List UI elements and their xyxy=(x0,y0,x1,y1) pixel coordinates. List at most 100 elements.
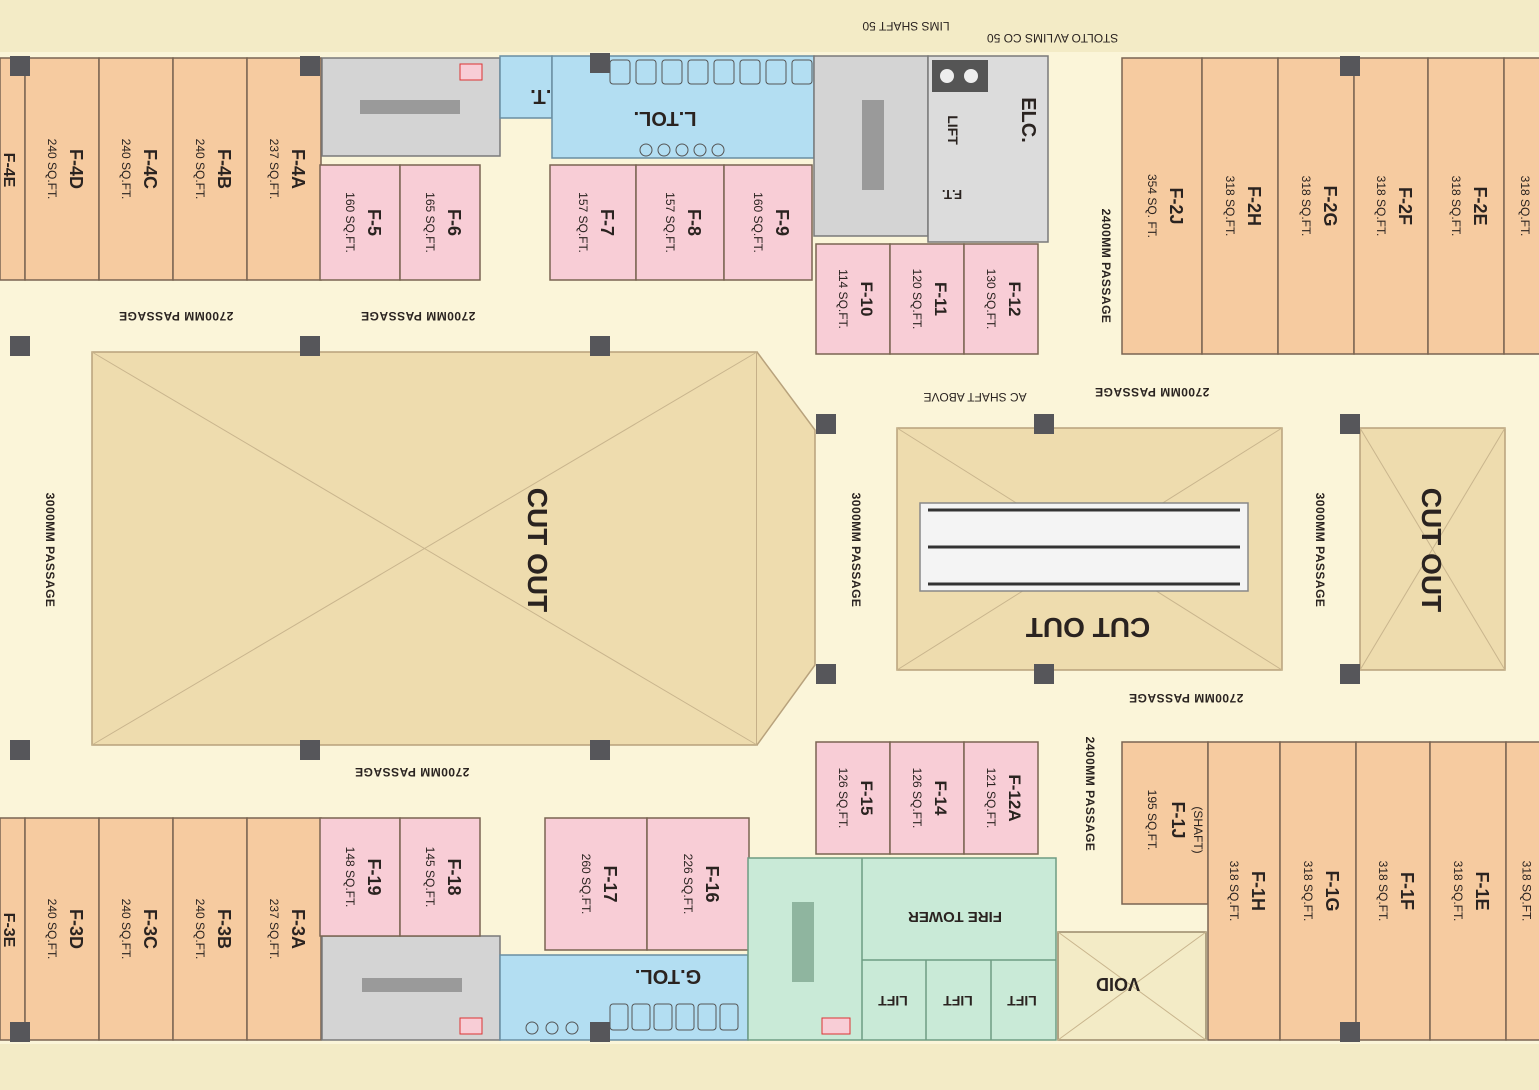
shop-id: F-10 xyxy=(857,282,876,317)
fire-tower: FIRE TOWER LIFT LIFT LIFT xyxy=(747,857,1057,1041)
cutout-escalator: CUT OUT xyxy=(896,427,1283,671)
shop-id: F-4C xyxy=(140,149,160,189)
shop-area: 318 SQ.FT. xyxy=(1518,176,1532,237)
shop-id: F-4A xyxy=(288,149,308,189)
passage-label: 2700MM PASSAGE xyxy=(355,765,470,779)
shop-unit: F-4A 237 SQ.FT. xyxy=(246,57,322,281)
void-label: VOID xyxy=(1096,974,1140,994)
column xyxy=(590,53,610,73)
column xyxy=(816,414,836,434)
shop-note: (SHAFT) xyxy=(1191,806,1205,853)
shop-unit: 318 SQ.FT. xyxy=(1505,741,1539,1041)
column xyxy=(1340,414,1360,434)
shop-id: F-12 xyxy=(1005,282,1024,317)
void: VOID xyxy=(1057,931,1207,1041)
passage-labels: 2700MM PASSAGE 2700MM PASSAGE 2700MM PAS… xyxy=(43,19,1327,851)
cutout-escalator-label: CUT OUT xyxy=(1026,612,1150,643)
passage-label: 2400MM PASSAGE xyxy=(1083,737,1097,852)
shop-unit: F-1H 318 SQ.FT. xyxy=(1207,741,1281,1041)
cutout-right: CUT OUT xyxy=(1359,427,1506,671)
passage-label: 2700MM PASSAGE xyxy=(361,309,476,323)
shop-id: F-1H xyxy=(1248,871,1268,911)
column xyxy=(10,1022,30,1042)
column xyxy=(300,740,320,760)
top-note-1: LIMS SHAFT 50 xyxy=(862,19,949,33)
shop-area: 318 SQ.FT. xyxy=(1301,861,1315,922)
column xyxy=(1034,414,1054,434)
shop-area: 121 SQ.FT. xyxy=(984,768,998,829)
shop-area: 240 SQ.FT. xyxy=(119,139,133,200)
column xyxy=(590,336,610,356)
shop-unit: F-19 148 SQ.FT. xyxy=(319,817,401,937)
shop-area: 195 SQ.FT. xyxy=(1145,790,1159,851)
shop-area: 237 SQ.FT. xyxy=(267,139,281,200)
column xyxy=(590,1022,610,1042)
column xyxy=(1340,1022,1360,1042)
column xyxy=(1340,56,1360,76)
shop-unit: F-12 130 SQ.FT. xyxy=(963,243,1039,355)
shop-area: 148 SQ.FT. xyxy=(343,847,357,908)
elc-label: ELC. xyxy=(1017,97,1039,143)
shop-id: F-18 xyxy=(444,858,464,895)
cutout-large: CUT OUT xyxy=(91,351,816,746)
shop-area: 114 SQ.FT. xyxy=(836,269,850,329)
cutout-right-label: CUT OUT xyxy=(1416,488,1447,612)
shop-id: F-1G xyxy=(1322,870,1342,911)
column xyxy=(590,740,610,760)
shop-id: F-2F xyxy=(1395,187,1415,225)
shop-area: 240 SQ.FT. xyxy=(119,899,133,960)
shop-id: F-8 xyxy=(684,209,704,236)
shop-id: F-4D xyxy=(66,149,86,189)
shop-area: 318 SQ.FT. xyxy=(1451,861,1465,922)
partial-shop-label: F-4E xyxy=(0,153,17,188)
shop-id: F-19 xyxy=(364,858,384,895)
lift-label-1: LIFT xyxy=(878,993,908,1009)
shop-area: 120 SQ.FT. xyxy=(910,269,924,330)
shop-id: F-6 xyxy=(444,209,464,236)
shop-id: F-14 xyxy=(931,781,950,817)
top-note-2: LIMS CO 50 xyxy=(987,31,1053,45)
shop-id: F-5 xyxy=(364,209,384,236)
shop-area: 157 SQ.FT. xyxy=(576,192,590,253)
shop-area: 237 SQ.FT. xyxy=(267,899,281,960)
lift-top-label: LIFT xyxy=(945,115,961,145)
shop-area: 240 SQ.FT. xyxy=(193,899,207,960)
shop-id: F-2G xyxy=(1320,185,1340,226)
column xyxy=(1340,664,1360,684)
shop-id: F-15 xyxy=(857,781,876,816)
shop-area: 130 SQ.FT. xyxy=(984,269,998,330)
passage-label: 3000MM PASSAGE xyxy=(43,493,57,608)
shop-unit: F-10 114 SQ.FT. xyxy=(815,243,891,355)
column xyxy=(10,56,30,76)
shop-area: 318 SQ.FT. xyxy=(1520,861,1534,922)
shop-area: 318 SQ.FT. xyxy=(1376,861,1390,922)
shop-id: F-4B xyxy=(214,149,234,189)
shop-id: F-1E xyxy=(1472,871,1492,910)
core-top: LIFT ELC. F.T. xyxy=(813,55,1049,243)
passage-label: 2700MM PASSAGE xyxy=(1129,691,1244,705)
shop-area: 318 SQ.FT. xyxy=(1227,861,1241,922)
lift-label-2: LIFT xyxy=(943,993,973,1009)
shop-area: 354 SQ. FT. xyxy=(1145,174,1159,238)
partial-shop-label: F-3E xyxy=(0,913,17,948)
